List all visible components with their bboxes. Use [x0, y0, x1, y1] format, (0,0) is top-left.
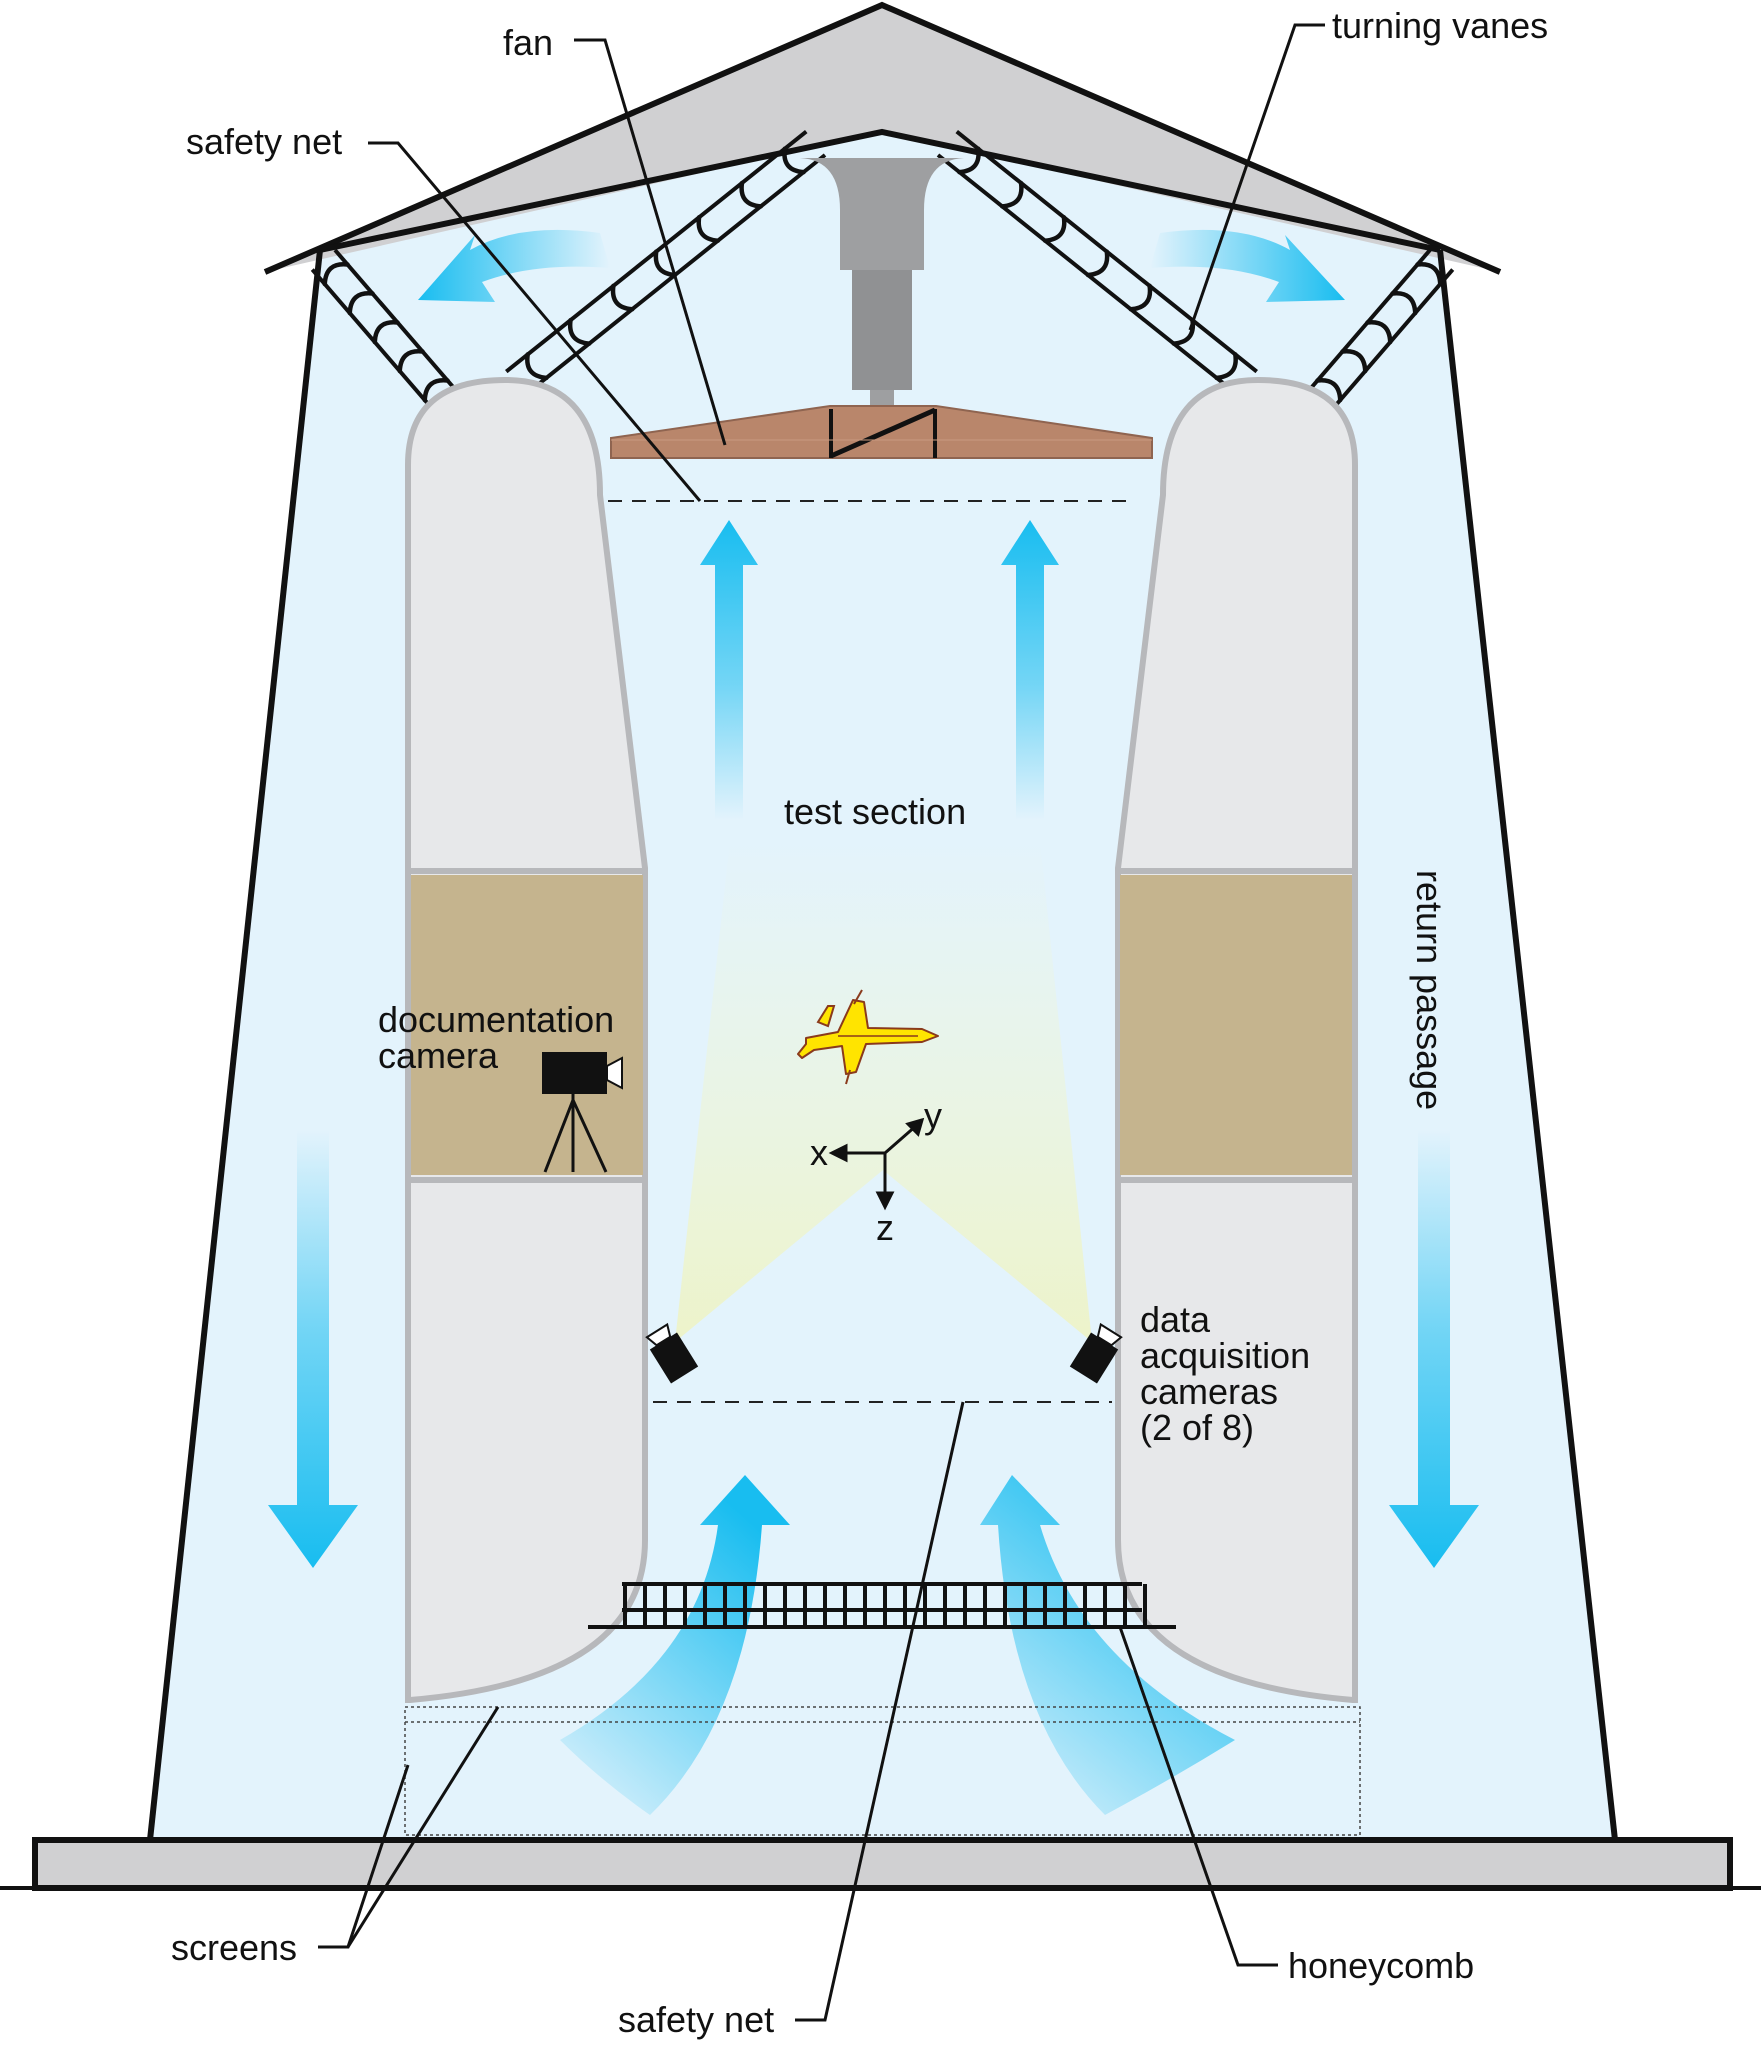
fan-spindle [870, 390, 894, 406]
leader-fan [574, 38, 727, 446]
label-data-cameras-2: acquisition [1140, 1335, 1310, 1376]
roof-outline-inner [319, 128, 1441, 253]
turning-vanes-left-corner [310, 248, 462, 416]
label-fan: fan [503, 22, 553, 63]
aircraft-model-icon [797, 989, 939, 1085]
documentation-camera-icon [542, 1052, 623, 1173]
label-documentation-camera-1: documentation [378, 999, 614, 1040]
flow-arrow-bottom-left [560, 1475, 790, 1815]
label-data-cameras-4: (2 of 8) [1140, 1407, 1254, 1448]
leader-honeycomb [1118, 1626, 1278, 1967]
honeycomb-grid [588, 1582, 1176, 1629]
outer-wall-right [1437, 249, 1618, 1841]
leader-screens-2 [346, 1706, 500, 1948]
flow-arrow-bottom-right [980, 1475, 1235, 1815]
label-data-cameras-1: data [1140, 1299, 1211, 1340]
roof [265, 5, 1500, 272]
data-camera-left-icon [645, 1322, 699, 1384]
data-camera-right-icon [1069, 1322, 1123, 1384]
label-honeycomb: honeycomb [1288, 1945, 1474, 1986]
camera-view-cone [675, 840, 1092, 1342]
axis-y-label: y [924, 1095, 942, 1136]
flow-arrow-top-left [418, 229, 610, 302]
flow-arrow-top-right [1150, 229, 1345, 302]
axis-x-label: x [810, 1132, 828, 1173]
turning-vanes-right-diagonal [936, 130, 1258, 397]
axis-z-label: z [876, 1207, 894, 1248]
leader-safety-net-top [368, 141, 702, 502]
label-documentation-camera-2: camera [378, 1035, 499, 1076]
label-turning-vanes: turning vanes [1332, 5, 1548, 46]
turning-vanes-right-corner [1303, 248, 1455, 416]
ground-slab [32, 1837, 1733, 1891]
window-right [1120, 875, 1352, 1175]
flow-arrow-up-right [1001, 520, 1059, 820]
flow-arrow-return-right [1389, 1130, 1479, 1568]
motor-housing [840, 170, 924, 270]
label-return-passage: return passage [1409, 870, 1450, 1110]
leader-safety-net-bottom [795, 1401, 965, 2022]
label-safety-net-bottom: safety net [618, 1999, 774, 2040]
leader-turning-vanes [1188, 23, 1325, 331]
label-screens: screens [171, 1927, 297, 1968]
roof-outline [263, 1, 1502, 275]
label-test-section: test section [784, 791, 966, 832]
outer-wall-left [147, 249, 323, 1841]
label-data-cameras-3: cameras [1140, 1371, 1278, 1412]
fan-hub [829, 407, 937, 459]
window-left [411, 875, 643, 1175]
motor-shaft [852, 270, 912, 390]
coordinate-axes [828, 1117, 925, 1211]
label-safety-net-top: safety net [186, 121, 342, 162]
flow-arrow-up-left [700, 520, 758, 820]
flow-arrow-return-left [268, 1130, 358, 1568]
